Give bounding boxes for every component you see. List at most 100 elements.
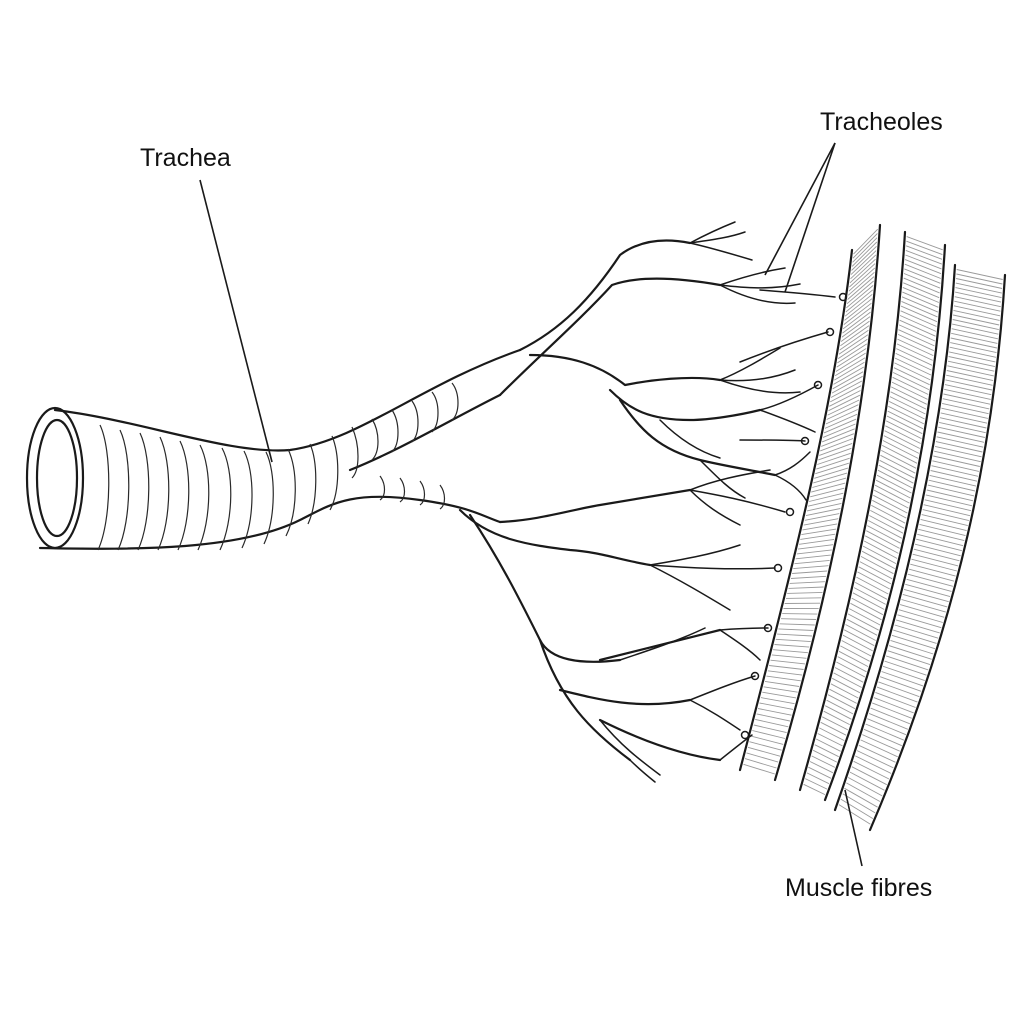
muscle-striation	[823, 710, 850, 725]
muscle-striation	[855, 755, 892, 774]
muscle-striation	[794, 559, 830, 565]
muscle-striation	[949, 351, 996, 363]
muscle-striation	[853, 760, 890, 780]
muscle-striation	[840, 645, 870, 662]
muscle-striation	[829, 385, 862, 403]
muscle-striation	[851, 241, 878, 267]
muscle-striation	[780, 618, 817, 620]
tracheal-branches	[458, 221, 848, 783]
muscle-striation	[903, 588, 949, 603]
muscle-striation	[856, 750, 894, 769]
muscle-striation	[899, 315, 937, 332]
muscle-striation	[814, 744, 839, 758]
muscle-striation	[922, 509, 970, 522]
muscle-striation	[849, 258, 876, 284]
muscle-striation	[897, 333, 935, 352]
muscle-striation	[778, 628, 814, 631]
muscle-striation	[907, 573, 954, 587]
muscle-striation	[953, 305, 1001, 317]
muscle-striation	[914, 543, 961, 557]
muscle-striation	[885, 420, 922, 440]
leader-muscle-fibres	[844, 789, 863, 867]
muscle-striation	[764, 680, 800, 687]
muscle-striation	[865, 723, 905, 741]
muscle-striation	[879, 676, 922, 692]
muscle-striation	[829, 688, 857, 704]
muscle-striation	[945, 379, 993, 391]
leader-tracheoles-1	[764, 142, 836, 276]
trachea-tube	[25, 348, 522, 551]
muscle-striation	[770, 659, 806, 665]
muscle-striation	[956, 269, 1003, 280]
muscle-striation	[842, 634, 873, 652]
muscle-striation	[757, 708, 792, 716]
muscle-striation	[935, 441, 983, 453]
muscle-striation	[925, 494, 973, 507]
muscle-striation	[898, 324, 936, 342]
muscle-striation	[901, 296, 939, 313]
muscle-striation	[806, 502, 842, 512]
muscle-striation	[750, 735, 784, 745]
muscle-striation	[910, 563, 956, 577]
muscle-striation	[846, 285, 874, 309]
muscle-striation	[940, 412, 988, 424]
muscle-striation	[866, 530, 900, 549]
muscle-striation	[952, 319, 999, 331]
muscle-striation	[847, 613, 879, 631]
muscle-striation	[835, 352, 866, 372]
muscle-striation	[830, 683, 859, 699]
muscle-striation	[888, 400, 925, 420]
muscle-fibres	[738, 223, 1007, 832]
muscle-striation	[955, 287, 1002, 299]
muscle-striation	[872, 499, 907, 519]
muscle-striation	[833, 366, 865, 385]
muscle-striation	[936, 436, 984, 448]
muscle-striation	[850, 254, 877, 280]
muscle-striation	[861, 550, 896, 569]
muscle-striation	[955, 282, 1002, 294]
muscle-striation	[763, 686, 798, 693]
muscle-fibre-3-striations	[838, 269, 1003, 825]
muscle-striation	[849, 263, 876, 288]
muscle-striation	[828, 394, 861, 412]
muscle-striation	[773, 649, 808, 654]
muscle-striation	[845, 624, 876, 641]
trachea-opening-outer	[25, 406, 85, 550]
muscle-striation	[802, 523, 838, 531]
muscle-striation	[838, 650, 869, 667]
muscle-striation	[951, 328, 998, 340]
muscle-striation	[876, 474, 912, 494]
muscle-striation	[811, 482, 846, 493]
muscle-striation	[931, 465, 979, 477]
muscle-striation	[896, 343, 933, 361]
muscle-striation	[881, 671, 924, 687]
muscle-striation	[826, 699, 854, 715]
muscle-striation	[900, 310, 937, 327]
muscle-striation	[749, 741, 782, 751]
muscle-striation	[834, 361, 865, 381]
muscle-striation	[953, 314, 1000, 326]
muscle-striation	[848, 608, 881, 626]
muscle-striation	[800, 533, 836, 540]
muscle-striation	[873, 494, 908, 514]
muscle-striation	[897, 614, 942, 629]
muscle-striation	[898, 609, 943, 623]
muscle-striation	[874, 484, 910, 504]
muscle-striation	[942, 398, 990, 410]
muscle-striation	[852, 233, 878, 259]
muscle-striation	[887, 410, 924, 430]
muscle-striation	[852, 237, 878, 263]
muscle-striation	[830, 380, 863, 398]
muscle-striation	[888, 645, 932, 660]
muscle-striation	[744, 758, 777, 769]
muscle-striation	[895, 352, 932, 371]
muscle-striation	[799, 538, 835, 545]
muscle-striation	[944, 384, 992, 396]
muscle-striation	[820, 721, 847, 736]
muscle-striation	[818, 447, 852, 461]
muscle-striation	[856, 576, 889, 595]
muscle-striation	[827, 694, 856, 710]
muscle-striation	[785, 597, 822, 599]
muscle-striation	[870, 707, 911, 725]
muscle-striation	[892, 376, 929, 395]
